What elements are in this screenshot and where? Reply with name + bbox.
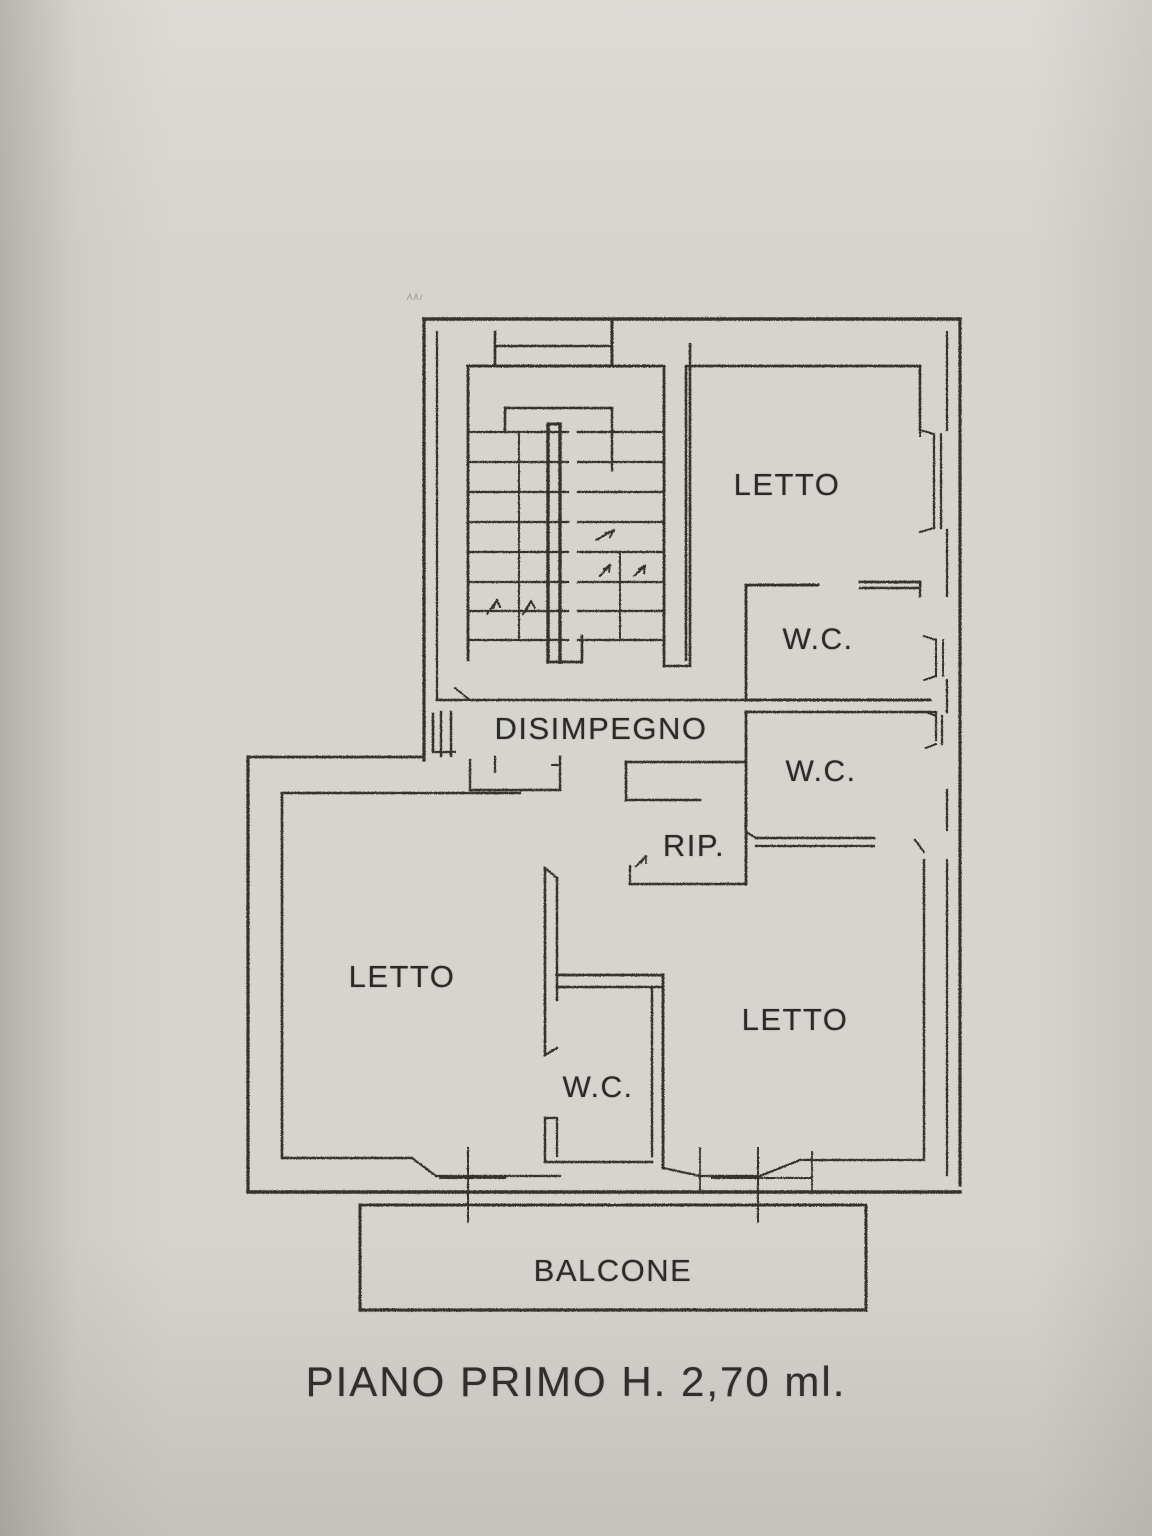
stairwell-enclosure — [466, 317, 692, 668]
window-right-upper — [918, 428, 943, 534]
stair-treads-right — [576, 430, 666, 642]
room-letto-top-right — [684, 364, 922, 662]
plan-caption: PIANO PRIMO H. 2,70 ml. — [305, 1358, 847, 1405]
room-balcone — [358, 1203, 868, 1312]
room-label-wc-mid-right: W.C. — [785, 755, 857, 788]
room-label-letto-bottom-left: LETTO — [348, 959, 456, 994]
stair-direction-arrows — [485, 528, 647, 616]
room-label-letto-top-right: LETTO — [733, 467, 841, 502]
lower-block-outer-wall — [246, 755, 962, 1194]
room-wc-center-bottom — [543, 866, 665, 1170]
stair-treads-left — [466, 430, 570, 642]
stair-central-spine — [546, 422, 584, 664]
room-label-wc-upper-right: W.C. — [782, 623, 854, 656]
room-label-letto-bottom-right: LETTO — [741, 1002, 849, 1037]
room-label-disimpegno: DISIMPEGNO — [494, 711, 708, 746]
balcony-openings — [410, 1147, 842, 1223]
room-label-balcone: BALCONE — [533, 1253, 693, 1288]
room-label-rip: RIP. — [662, 828, 726, 863]
top-block-outer-wall — [422, 317, 962, 1187]
room-disimpegno — [431, 686, 748, 802]
room-wc-upper-right — [744, 580, 932, 702]
room-label-wc-center-bottom: W.C. — [562, 1071, 634, 1104]
room-rip — [628, 798, 876, 886]
window-right-mid — [922, 634, 944, 682]
